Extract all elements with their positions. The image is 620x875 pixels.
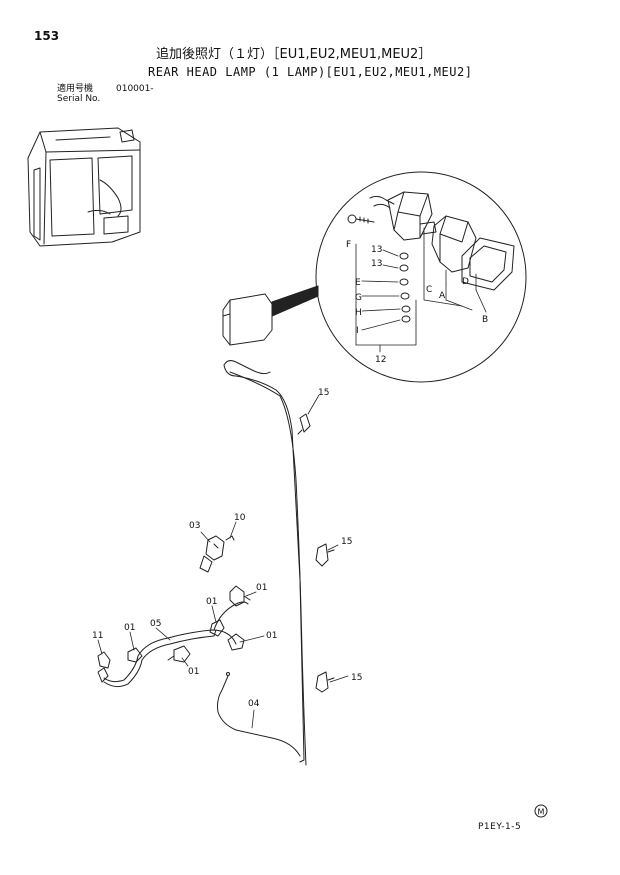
callout-15a: 15: [318, 388, 329, 398]
detail-gasket: [461, 237, 515, 291]
connector-01-a: [229, 585, 251, 607]
callout-e: E: [355, 278, 361, 288]
clamp-15-b: [315, 543, 335, 567]
detail-lamp-body: [369, 191, 437, 241]
main-harness: [223, 360, 307, 766]
callout-d: D: [462, 277, 469, 287]
callout-01b: 01: [206, 597, 217, 607]
title-english: REAR HEAD LAMP (1 LAMP)[EU1,EU2,MEU1,MEU…: [148, 65, 473, 79]
callout-04: 04: [248, 699, 260, 709]
connector-01-b: [209, 619, 225, 637]
callout-12: 12: [375, 355, 386, 365]
serial-value: 010001-: [116, 84, 154, 94]
page-number: 153: [34, 29, 60, 43]
callout-g: G: [355, 293, 362, 303]
harness-05: [103, 601, 249, 688]
callout-01a: 01: [256, 583, 267, 593]
callout-01e: 01: [124, 623, 135, 633]
footer-symbol: M: [538, 808, 545, 817]
connector-01-e: [127, 647, 143, 663]
clip-10: [225, 535, 235, 541]
callout-13b: 13: [371, 259, 382, 269]
rear-lamp: [222, 285, 319, 346]
detail-screw: [347, 214, 375, 224]
callout-f: F: [346, 240, 351, 250]
serial-label-japanese: 適用号機: [57, 84, 94, 94]
detail-washers: [399, 252, 411, 323]
callout-11: 11: [92, 631, 103, 641]
title-japanese: 追加後照灯（１灯）［EU1,EU2,MEU1,MEU2］: [156, 47, 432, 62]
harness-04: [217, 672, 301, 757]
detail-lens: [431, 215, 477, 273]
callout-13a: 13: [371, 245, 382, 255]
callout-a: A: [439, 291, 446, 301]
connector-01-c: [227, 633, 245, 651]
connector-01-d: [167, 645, 191, 663]
page-code: P1EY-1-5: [478, 822, 522, 832]
detail-circle: [315, 171, 527, 383]
callout-01c: 01: [266, 631, 277, 641]
callout-05: 05: [150, 619, 161, 629]
callout-h: H: [355, 308, 362, 318]
callout-c: C: [426, 285, 432, 295]
callout-15c: 15: [351, 673, 362, 683]
connector-11: [97, 651, 111, 683]
callout-01d: 01: [188, 667, 199, 677]
callout-b: B: [482, 315, 488, 325]
callout-15b: 15: [341, 537, 352, 547]
clamp-15-a: [297, 413, 311, 435]
relay-03: [199, 535, 225, 573]
clamp-15-c: [315, 671, 335, 693]
callout-03: 03: [189, 521, 200, 531]
footer-circle: [534, 804, 548, 818]
callout-i: I: [356, 326, 359, 336]
cab-illustration: [27, 127, 141, 247]
serial-label-english: Serial No.: [57, 94, 101, 104]
callout-10: 10: [234, 513, 246, 523]
